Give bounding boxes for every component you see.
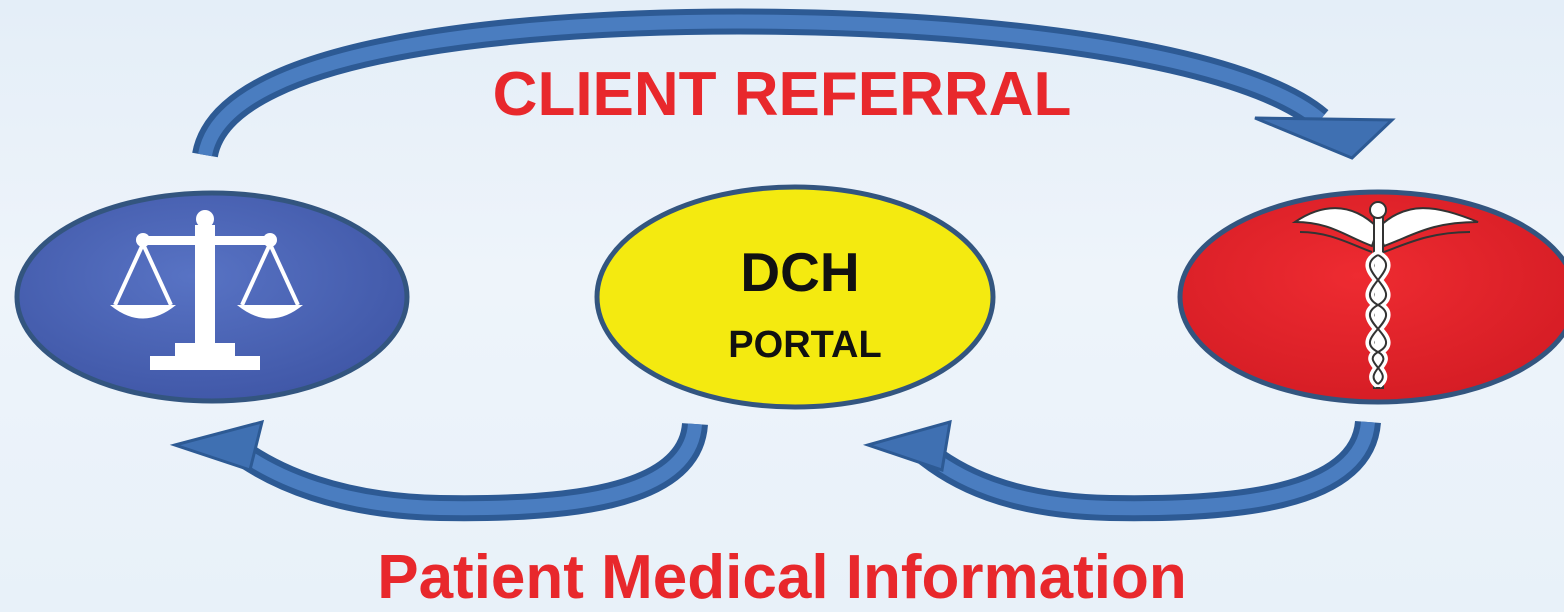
medical-node: [1177, 189, 1564, 405]
medical-info-arrow-to-center: [862, 419, 1381, 522]
caduceus-icon: [1291, 201, 1479, 389]
portal-subtitle: PORTAL: [728, 324, 881, 366]
medical-info-arrow-to-left: [169, 419, 708, 522]
legal-node: [14, 190, 410, 404]
portal-title: DCH: [740, 241, 859, 303]
client-referral-arrow: [192, 8, 1396, 160]
client-referral-label: CLIENT REFERRAL: [493, 60, 1072, 129]
dch-portal-node: DCH PORTAL: [594, 184, 996, 410]
scales-of-justice-icon: [110, 210, 303, 370]
patient-medical-information-label: Patient Medical Information: [377, 543, 1187, 612]
